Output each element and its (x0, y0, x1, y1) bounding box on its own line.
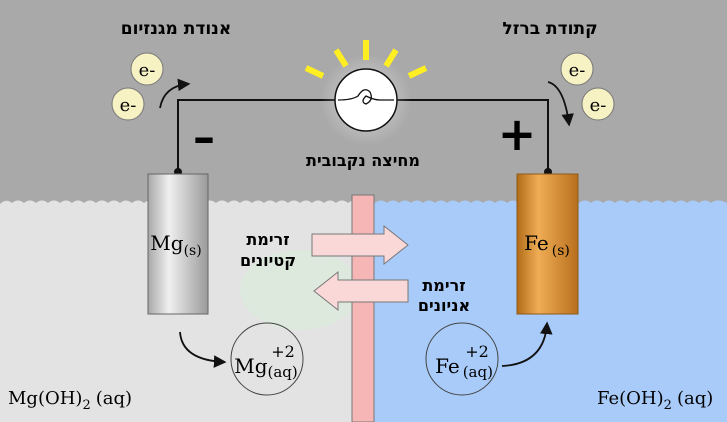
electron-icon: e- (581, 87, 615, 121)
electron-label: e- (120, 95, 137, 116)
mg-ion-arrow (179, 331, 227, 368)
left-solution-label: Mg(OH)2(aq) (8, 388, 132, 413)
electron-label: e- (139, 60, 156, 81)
anion-flow-arrow (313, 270, 409, 312)
membrane-label: מחיצה נקבובית (306, 151, 420, 170)
plus-sign: + (498, 107, 537, 161)
light-bulb-icon (304, 40, 428, 146)
cathode-title: קתודת ברזל (502, 19, 597, 39)
mg-ion-label: Mg(aq) (234, 354, 298, 381)
mg-ion-charge: +2 (271, 342, 295, 361)
magnesium-electrode (147, 173, 209, 315)
electron-flow-arrow (547, 81, 574, 127)
external-wire-right (397, 99, 549, 172)
porous-membrane (351, 194, 375, 422)
fe-ion (425, 322, 499, 396)
mg-electrode-label: Mg(s) (150, 231, 201, 259)
mg-ion (230, 322, 304, 396)
minus-sign: – (193, 112, 215, 163)
iron-electrode (516, 173, 579, 315)
electron-icon: e- (130, 52, 164, 86)
external-wire (177, 99, 336, 172)
anion-flow-label-2: אניונים (418, 296, 470, 315)
electron-flow-arrow (159, 78, 191, 109)
anode-title: אנודת מגנזיום (121, 19, 232, 39)
fe-electrode-label: Fe(s) (524, 231, 570, 259)
anion-flow-label: זרימת (422, 276, 465, 295)
electron-label: e- (590, 95, 607, 116)
cation-flow-arrow (311, 224, 409, 266)
right-solution-label: Fe(OH)2(aq) (597, 388, 713, 413)
fe-ion-arrow (501, 321, 553, 367)
glow-effect (240, 250, 360, 330)
cation-flow-label: זרימת (246, 230, 289, 249)
electron-icon: e- (111, 87, 145, 121)
fe-ion-charge: +2 (465, 342, 489, 361)
cation-flow-label-2: קטיונים (240, 251, 296, 270)
electron-icon: e- (560, 52, 594, 86)
electron-label: e- (569, 60, 586, 81)
fe-ion-label: Fe(aq) (435, 354, 493, 381)
